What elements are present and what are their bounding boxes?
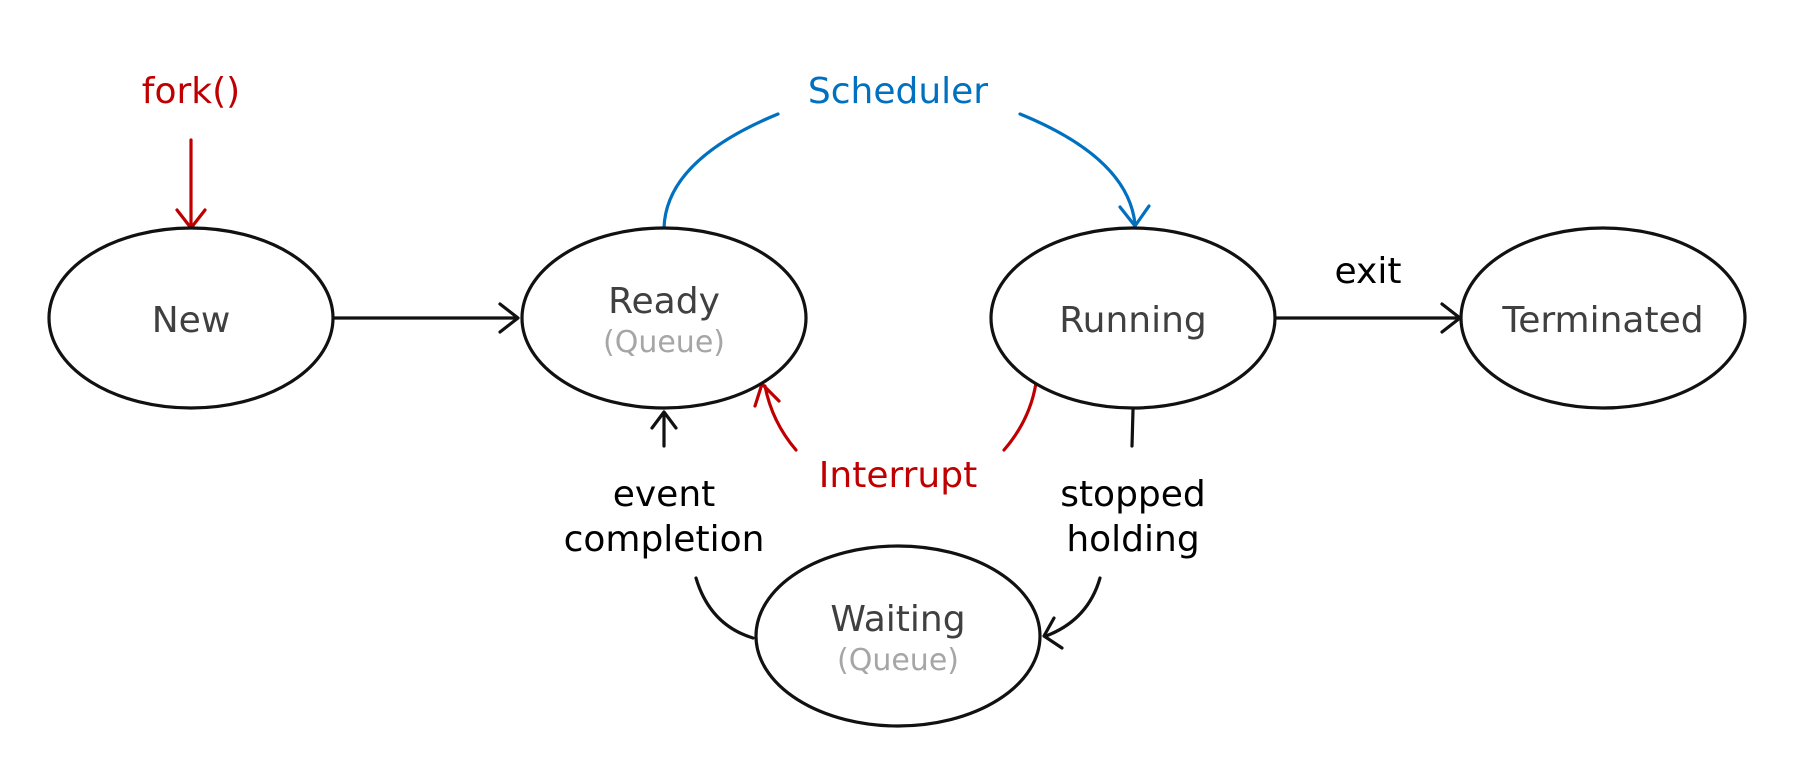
- state-new-ellipse: [47, 226, 335, 410]
- state-terminated-label: Terminated: [1501, 300, 1703, 341]
- exit-label: exit: [1335, 251, 1402, 292]
- interrupt-arc-right: [1002, 381, 1038, 452]
- event-completion-label-line1: event: [613, 474, 716, 515]
- scheduler-arc-right: [1018, 112, 1137, 226]
- stopped-holding-label-line1: stopped: [1060, 474, 1206, 515]
- state-new: New: [47, 226, 335, 410]
- state-terminated-ellipse: [1459, 226, 1747, 410]
- new-ready-arrowhead: [498, 302, 520, 334]
- scheduler-arrowhead: [1118, 204, 1151, 228]
- state-running-ellipse: [989, 226, 1277, 410]
- state-waiting-ellipse: [754, 544, 1042, 728]
- state-terminated: Terminated: [1459, 226, 1747, 410]
- state-ready-ellipse: [520, 226, 808, 410]
- event-completion-edge: event completion: [564, 410, 765, 640]
- state-ready: Ready (Queue): [520, 226, 808, 410]
- state-waiting-label: Waiting: [830, 599, 965, 640]
- state-ready-queue-label: (Queue): [603, 325, 725, 360]
- event-completion-label-line2: completion: [564, 519, 765, 560]
- scheduler-edge: Scheduler: [662, 71, 1151, 230]
- new-to-ready-edge: [332, 302, 520, 334]
- stopped-holding-edge: stopped holding: [1042, 408, 1206, 650]
- fork-edge: fork(): [142, 71, 240, 230]
- state-running: Running: [989, 226, 1277, 410]
- stopped-holding-arrowhead: [1042, 616, 1064, 650]
- scheduler-label: Scheduler: [808, 71, 988, 112]
- state-waiting-queue-label: (Queue): [837, 643, 959, 678]
- event-completion-arc: [694, 576, 755, 640]
- state-waiting: Waiting (Queue): [754, 544, 1042, 728]
- interrupt-label: Interrupt: [819, 455, 977, 496]
- state-ready-label: Ready: [608, 281, 720, 322]
- interrupt-edge: Interrupt: [753, 381, 1038, 496]
- stopped-holding-label-line2: holding: [1066, 519, 1199, 560]
- stopped-holding-arc: [1044, 576, 1102, 638]
- state-running-label: Running: [1059, 300, 1207, 341]
- exit-edge: exit: [1274, 251, 1462, 334]
- fork-label: fork(): [142, 71, 240, 112]
- scheduler-arc-left: [662, 112, 780, 230]
- interrupt-arc-left: [763, 384, 798, 452]
- event-completion-arrowhead: [650, 410, 678, 430]
- stopped-holding-line: [1130, 408, 1135, 448]
- state-new-label: New: [152, 300, 231, 341]
